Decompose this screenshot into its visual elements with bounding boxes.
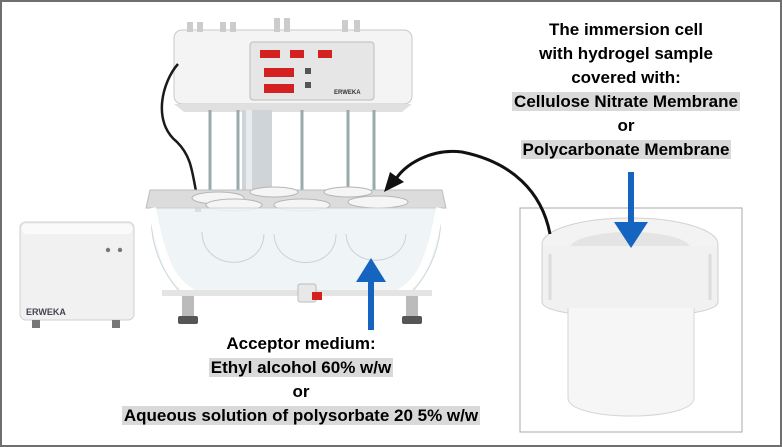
acceptor-option-polysorbate: Aqueous solution of polysorbate 20 5% w/… (121, 406, 481, 425)
membrane-option-polycarbonate: Polycarbonate Membrane (520, 140, 732, 159)
cell-label-line2: with hydrogel sample (539, 44, 713, 63)
acceptor-medium-label: Acceptor medium: Ethyl alcohol 60% w/w o… (86, 332, 516, 428)
blue-arrow-cell (614, 172, 648, 248)
control-unit: ERWEKA (19, 221, 135, 328)
display-4 (264, 68, 294, 77)
acceptor-label-line1: Acceptor medium: (226, 334, 376, 353)
control-unit-brand: ERWEKA (26, 307, 66, 317)
acceptor-option-ethanol: Ethyl alcohol 60% w/w (208, 358, 394, 377)
water-bath (145, 186, 447, 324)
acceptor-label-or: or (292, 382, 310, 401)
tester-head: ERWEKA (173, 18, 413, 112)
cell-label-or: or (617, 116, 635, 135)
display-5 (264, 84, 294, 93)
cell-label-line3: covered with: (571, 68, 681, 87)
display-3 (318, 50, 332, 58)
display-1 (260, 50, 280, 58)
cell-label-line1: The immersion cell (549, 20, 703, 39)
head-brand: ERWEKA (334, 90, 361, 96)
display-2 (290, 50, 304, 58)
immersion-cell-label: The immersion cell with hydrogel sample … (486, 18, 766, 162)
blue-arrow-acceptor (356, 258, 386, 330)
shafts (208, 110, 376, 202)
membrane-option-cellulose: Cellulose Nitrate Membrane (512, 92, 740, 111)
probe-cable (160, 63, 200, 203)
curved-pointer-arrow (392, 149, 552, 235)
